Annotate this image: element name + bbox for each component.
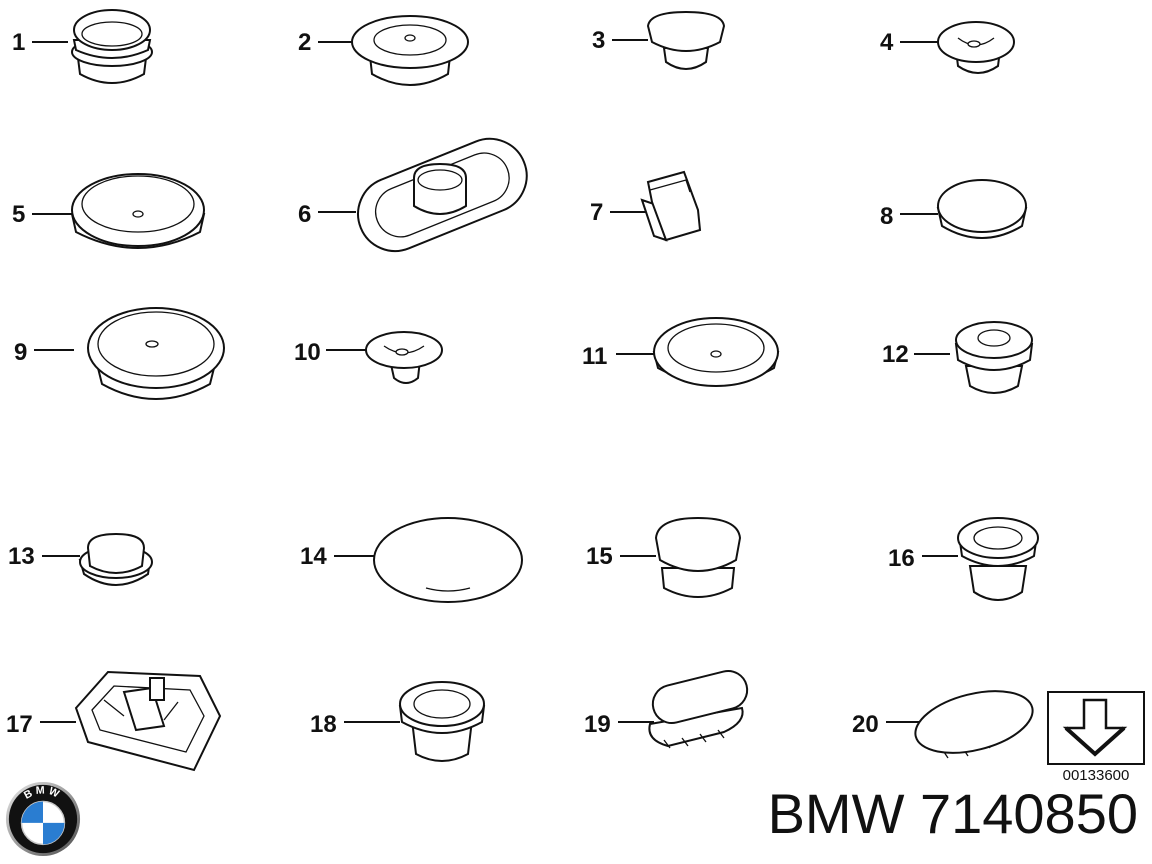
part-7: 7 xyxy=(590,170,702,242)
part-12: 12 xyxy=(882,321,1034,394)
part-1: 1 xyxy=(12,9,153,84)
part-6: 6 xyxy=(298,137,528,253)
callout-11: 11 xyxy=(582,343,607,370)
bracket-17-detail xyxy=(103,699,179,721)
diagram-reference: 00133600 xyxy=(1047,691,1145,784)
part-20: 20 xyxy=(852,690,1034,759)
grommet-5-inner xyxy=(81,175,195,233)
grommet-1-cap xyxy=(73,9,151,51)
grommet-2-dome xyxy=(373,24,447,56)
part-2: 2 xyxy=(298,15,469,86)
grommet-1-cap-ring xyxy=(81,21,143,47)
part-10: 10 xyxy=(294,331,443,384)
part-18: 18 xyxy=(310,681,486,762)
clip-19-teeth xyxy=(663,729,725,749)
part-11: 11 xyxy=(582,317,780,387)
callout-8: 8 xyxy=(880,203,893,230)
grommet-18-hole xyxy=(413,689,471,719)
callout-15: 15 xyxy=(586,543,613,570)
grommet-2-hole xyxy=(404,34,416,42)
grommet-5-flange xyxy=(71,173,205,247)
grommet-9-flange xyxy=(87,307,225,389)
clip-7-edge xyxy=(649,179,691,193)
down-arrow-shadow xyxy=(1064,726,1126,757)
plug-15-cap xyxy=(654,516,742,572)
part-19: 19 xyxy=(584,669,749,749)
grommet-16-hole xyxy=(973,526,1023,550)
callout-19: 19 xyxy=(584,711,611,738)
bracket-17-post xyxy=(149,677,165,701)
grommet-5-hole xyxy=(132,210,144,218)
plug-13-dome xyxy=(86,532,146,574)
cap-14-detail xyxy=(425,587,471,592)
callout-20: 20 xyxy=(852,711,879,738)
bmw-roundel-icon: BMW xyxy=(5,781,81,857)
grommet-12-flange xyxy=(955,321,1033,359)
grommet-16-body xyxy=(968,565,1028,601)
diagram-id: 00133600 xyxy=(1063,767,1130,784)
callout-2: 2 xyxy=(298,29,311,56)
grommet-6-boss xyxy=(413,162,467,215)
part-3: 3 xyxy=(592,10,726,70)
callout-1: 1 xyxy=(12,29,25,56)
part-15: 15 xyxy=(586,516,742,598)
callout-7: 7 xyxy=(590,199,603,226)
plug-15-stem xyxy=(660,567,736,598)
part-4: 4 xyxy=(880,21,1015,74)
grommet-18-flange xyxy=(399,681,485,727)
grommet-11-inner xyxy=(667,323,765,373)
clip-4-hole xyxy=(967,40,981,48)
logo-letters: BMW xyxy=(22,784,64,801)
callout-4: 4 xyxy=(880,29,894,56)
part-8: 8 xyxy=(880,179,1028,239)
callout-10: 10 xyxy=(294,339,321,366)
clip-10-hole xyxy=(395,348,409,356)
part-9: 9 xyxy=(14,307,225,400)
grommet-9-inner xyxy=(97,311,215,377)
callout-9: 9 xyxy=(14,339,27,366)
callout-3: 3 xyxy=(592,27,605,54)
grommet-12-body xyxy=(964,365,1024,394)
bracket-17-recess xyxy=(91,685,205,753)
part-14: 14 xyxy=(300,517,523,603)
grommet-2-flange xyxy=(351,15,469,69)
callout-17: 17 xyxy=(6,711,33,738)
callout-18: 18 xyxy=(310,711,337,738)
part-13: 13 xyxy=(8,532,153,586)
callout-16: 16 xyxy=(888,545,915,572)
grommet-6-boss-top xyxy=(417,169,463,191)
clip-19-base xyxy=(648,706,744,748)
clip-7-body xyxy=(646,170,702,242)
grommet-16-flange xyxy=(957,517,1039,559)
grommet-12-hole xyxy=(977,329,1011,347)
callout-5: 5 xyxy=(12,201,25,228)
part-16: 16 xyxy=(888,517,1039,601)
grommet-9-hole xyxy=(145,340,159,348)
part-17: 17 xyxy=(6,670,222,772)
callout-14: 14 xyxy=(300,543,327,570)
plug-3-stem xyxy=(662,47,710,70)
callout-13: 13 xyxy=(8,543,35,570)
plug-3-cap xyxy=(646,10,726,52)
callout-6: 6 xyxy=(298,201,311,228)
grommet-11-hole xyxy=(710,350,722,358)
part-number: BMW 7140850 xyxy=(767,782,1138,845)
plug-8-cap xyxy=(937,179,1027,233)
callout-12: 12 xyxy=(882,341,909,368)
cap-14 xyxy=(373,517,523,603)
clip-19-body xyxy=(651,669,749,725)
cap-20 xyxy=(914,690,1034,754)
part-5: 5 xyxy=(12,173,206,249)
